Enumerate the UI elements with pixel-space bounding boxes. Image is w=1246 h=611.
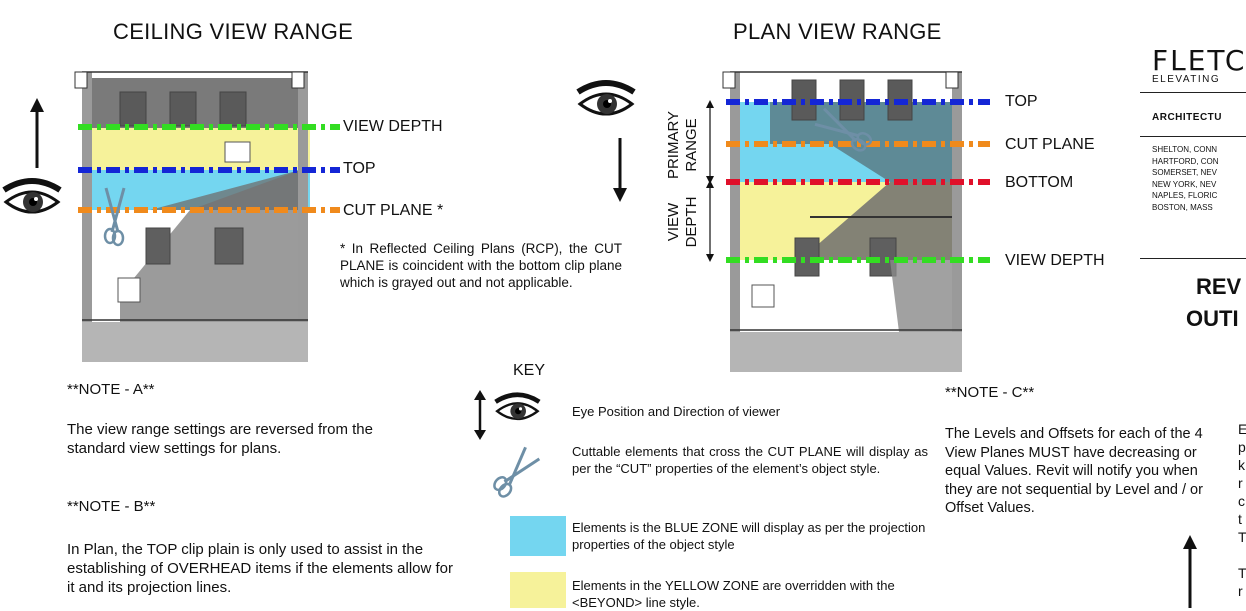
plan-bottom-label: BOTTOM: [1005, 174, 1074, 191]
key-title: KEY: [513, 362, 546, 379]
note-c-text: The Levels and Offsets for each of the 4…: [945, 426, 1203, 516]
key-eye-text: Eye Position and Direction of viewer: [572, 404, 781, 419]
plan-foundation: [730, 332, 962, 372]
ceiling-parapet: [291, 71, 305, 89]
ceiling-shadow-dark: [150, 170, 300, 210]
plan-shadow-lower: [890, 260, 962, 340]
plan-box: [751, 284, 775, 308]
ceiling-window: [119, 91, 147, 127]
ceiling-yellow-zone: [82, 127, 310, 170]
discipline-label: ARCHITECTU: [1152, 112, 1222, 123]
office-item: HARTFORD, CON: [1152, 156, 1219, 166]
plan-shadow-diagonal: [800, 182, 962, 260]
ceiling-view-depth-label: VIEW DEPTH: [343, 118, 443, 135]
title-block-divider-3: [1140, 258, 1246, 259]
ceiling-cut-plane-label: CUT PLANE *: [343, 202, 444, 219]
ceiling-scissors-icon: [103, 187, 126, 247]
plan-cut-plane-label: CUT PLANE: [1005, 136, 1095, 153]
note-b-title: **NOTE - B**: [67, 498, 156, 515]
key-blue-swatch: [510, 516, 566, 556]
plan-primary-range-line2: RANGE: [683, 118, 700, 172]
ceiling-window: [219, 91, 247, 127]
sheet-title-line2: OUTI: [1186, 306, 1239, 331]
plan-parapet: [722, 71, 736, 89]
note-c-title: **NOTE - C**: [945, 384, 1035, 401]
office-item: BOSTON, MASS: [1152, 202, 1213, 212]
plan-left-wall: [730, 72, 740, 372]
ceiling-view-range-title: CEILING VIEW RANGE: [113, 19, 354, 44]
plan-view-direction-arrow: [613, 138, 627, 202]
note-a-text: The view range settings are reversed fro…: [67, 421, 373, 457]
office-list: SHELTON, CONN HARTFORD, CON SOMERSET, NE…: [1152, 144, 1219, 213]
plan-primary-range-line1: PRIMARY: [665, 110, 682, 180]
brand-tagline: ELEVATING: [1152, 74, 1221, 85]
brand-name: FLETC: [1152, 44, 1246, 77]
ceiling-eye-icon: [2, 178, 62, 214]
plan-view-depth-label: VIEW DEPTH: [1005, 252, 1105, 269]
plan-section-diagram: [576, 71, 990, 372]
ceiling-window: [169, 91, 197, 127]
office-item: SHELTON, CONN: [1152, 145, 1218, 154]
ceiling-parapet: [74, 71, 88, 89]
key-cut-text: Cuttable elements that cross the CUT PLA…: [572, 444, 928, 476]
ceiling-window: [214, 227, 244, 265]
key-scissors-icon: [493, 446, 541, 498]
ceiling-right-wall: [298, 72, 308, 362]
plan-view-depth-line2: DEPTH: [683, 196, 700, 248]
office-item: SOMERSET, NEV: [1152, 168, 1217, 177]
ceiling-footnote: * In Reflected Ceiling Plans (RCP), the …: [340, 241, 622, 290]
plan-primary-range-bracket: [706, 100, 714, 184]
office-item: NEW YORK, NEV: [1152, 179, 1217, 189]
key-icons: [474, 390, 566, 608]
plan-scissors-icon: [814, 107, 873, 152]
plan-view-depth-line1: VIEW: [665, 202, 682, 242]
note-a-title: **NOTE - A**: [67, 381, 155, 398]
sheet-title-line1: REV: [1196, 274, 1242, 298]
title-block: FLETC ELEVATING ARCHITECTU SHELTON, CONN…: [1140, 38, 1246, 298]
title-block-divider-2: [1140, 136, 1246, 137]
plan-view-range-title: PLAN VIEW RANGE: [733, 19, 942, 44]
ceiling-box: [117, 277, 141, 303]
ceiling-window: [145, 227, 171, 265]
ceiling-section-diagram: [2, 71, 340, 362]
plan-right-wall: [952, 72, 962, 372]
ceiling-view-direction-arrow: [30, 98, 44, 168]
ceiling-left-wall: [82, 72, 92, 362]
plan-view-depth-side-label: VIEW DEPTH: [665, 182, 701, 262]
key-yellow-swatch: [510, 572, 566, 608]
plan-top-label: TOP: [1005, 93, 1038, 110]
note-c-up-arrow: [1183, 535, 1197, 608]
key-double-arrow-icon: [474, 390, 486, 440]
title-block-divider: [1140, 92, 1246, 93]
key-yellow-text: Elements in the YELLOW ZONE are overridd…: [572, 578, 895, 610]
plan-eye-icon: [576, 80, 636, 116]
key-blue-text: Elements is the BLUE ZONE will display a…: [572, 520, 926, 552]
key-eye-icon: [494, 392, 541, 421]
plan-parapet: [945, 71, 959, 89]
note-b-text: In Plan, the TOP clip plain is only used…: [67, 541, 453, 596]
plan-view-depth-bracket: [706, 180, 714, 262]
ceiling-foundation: [82, 322, 308, 362]
plan-primary-range-label: PRIMARY RANGE: [665, 100, 701, 190]
ceiling-top-label: TOP: [343, 160, 376, 177]
office-item: NAPLES, FLORIC: [1152, 191, 1218, 200]
ceiling-box: [224, 141, 251, 163]
